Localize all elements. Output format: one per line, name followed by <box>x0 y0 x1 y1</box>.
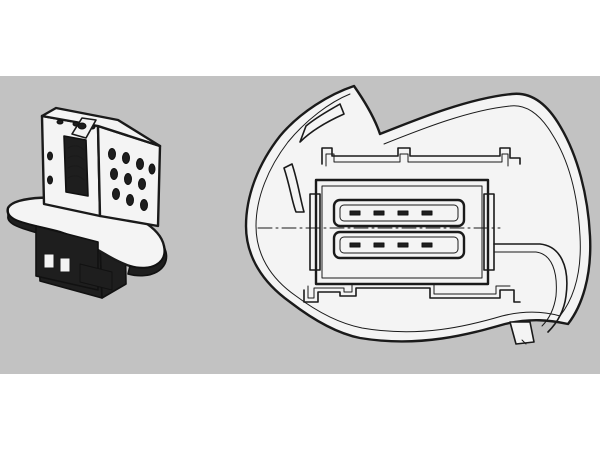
terminal-row-lower-inner <box>339 236 459 254</box>
terminal-slots-lower <box>349 242 433 248</box>
bottom-right-foot <box>509 321 535 345</box>
terminal-row-upper-inner <box>339 204 459 222</box>
connector-pin-slot-1 <box>43 253 55 269</box>
terminal-slots-upper <box>349 210 433 216</box>
vent-holes <box>47 119 156 211</box>
latch-hook <box>299 103 345 143</box>
resistor-coil <box>63 117 97 197</box>
body-left-lip <box>309 193 321 271</box>
top-stepped-rib <box>321 147 521 165</box>
top-stepped-rib-inner <box>325 153 509 167</box>
lead-wire-inner <box>493 251 557 327</box>
pin-marker <box>521 339 527 345</box>
lead-wire <box>493 243 568 333</box>
flange-underside-right <box>127 245 168 277</box>
blower-resistor-module-perspective-icon <box>6 106 168 299</box>
body-right-lip <box>483 193 495 271</box>
housing-inner-outline <box>255 93 581 333</box>
technical-drawing <box>6 84 592 345</box>
drawing-band <box>0 76 600 374</box>
bottom-stepped-rib <box>303 287 521 303</box>
bottom-stepped-rib-inner <box>307 283 511 299</box>
latch-arm <box>283 163 305 213</box>
connector-housing-plan-view-icon <box>244 84 592 345</box>
connector-body-inner <box>321 185 483 279</box>
connector-tab <box>79 263 113 291</box>
connector-pin-slot-2 <box>59 257 71 273</box>
